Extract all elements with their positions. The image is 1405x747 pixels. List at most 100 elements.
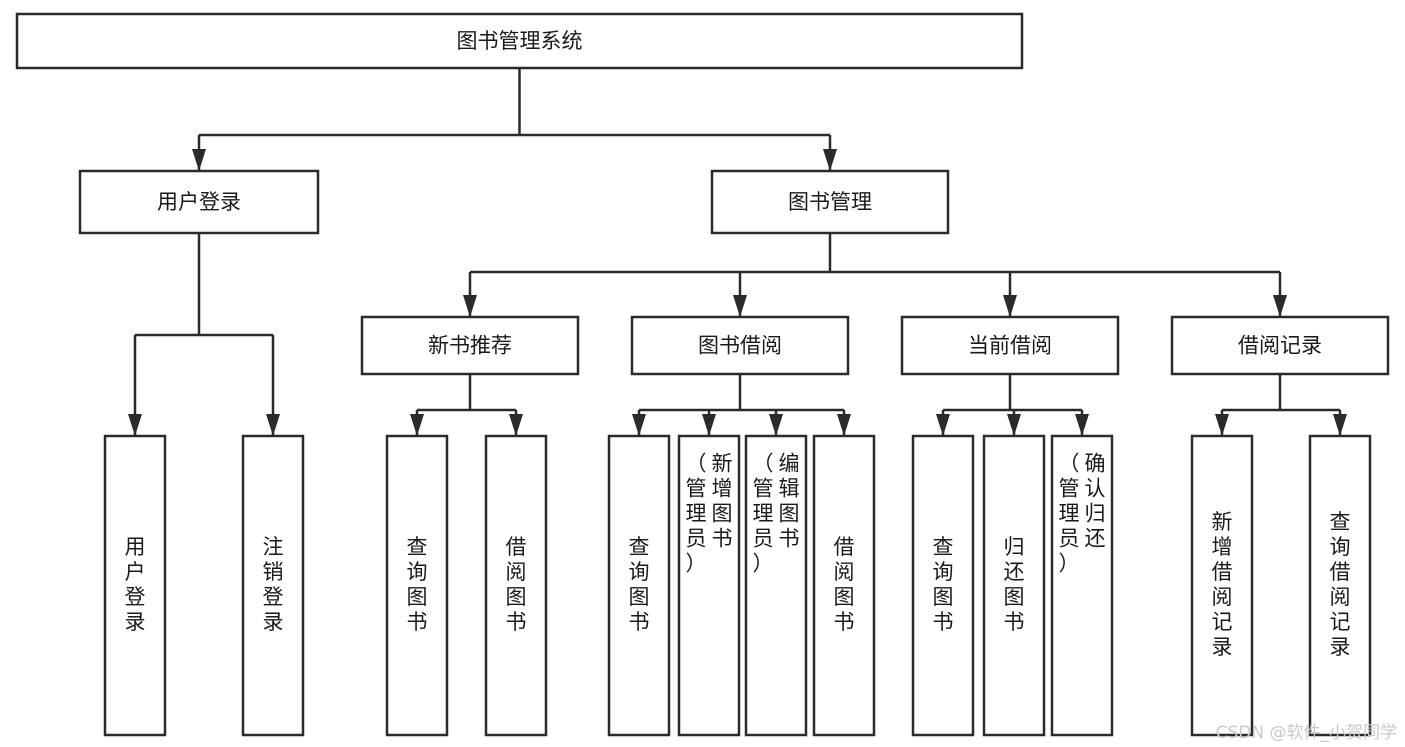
node-label-char: 还	[1004, 560, 1025, 584]
node-label-char: 询	[1330, 535, 1351, 559]
node-label-char: 归	[1004, 535, 1025, 559]
node-label: 图书管理	[788, 190, 872, 214]
node-label-char: 还	[1085, 527, 1106, 551]
node-layer: 图书管理系统用户登录图书管理新书推荐图书借阅当前借阅借阅记录用户登录注销登录查询…	[15, 12, 1390, 737]
node-label-char: 记	[1212, 610, 1233, 634]
node-book-management[interactable]: 图书管理	[710, 169, 950, 235]
node-label-char: 图	[779, 502, 800, 526]
node-box	[1308, 434, 1372, 737]
node-label-char: 录	[263, 610, 284, 634]
arrow-head-icon	[192, 149, 206, 171]
arrow-head-icon	[1007, 414, 1021, 436]
node-label-char: 理	[753, 502, 774, 526]
node-label-char: 员	[753, 527, 774, 551]
node-book-borrow[interactable]: 图书借阅	[630, 315, 850, 376]
node-label-char: 借	[506, 535, 527, 559]
node-label-char: 图	[712, 502, 733, 526]
arrow-head-icon	[410, 414, 424, 436]
arrow-head-icon	[509, 414, 523, 436]
node-label: 图书借阅	[698, 334, 782, 358]
node-label-char: 阅	[506, 560, 527, 584]
node-label-char: 归	[1085, 502, 1106, 526]
node-box	[241, 434, 305, 737]
csdn-watermark: CSDN @软件_小贺同学	[1215, 723, 1397, 743]
node-label-char: 图	[407, 585, 428, 609]
node-box	[484, 434, 548, 737]
node-box	[900, 315, 1120, 376]
node-label-char: 查	[407, 535, 428, 559]
node-label-char: 图	[506, 585, 527, 609]
node-label: 图书管理系统	[457, 29, 583, 53]
node-label-char: （	[1059, 452, 1080, 476]
arrow-head-icon	[1215, 414, 1229, 436]
node-label-char: 书	[933, 610, 954, 634]
node-label-char: 书	[712, 527, 733, 551]
node-box	[982, 434, 1046, 737]
node-root[interactable]: 图书管理系统	[15, 12, 1024, 70]
node-leaf-user-login[interactable]: 用户登录	[103, 434, 167, 737]
arrow-head-icon	[1003, 295, 1017, 317]
node-label-char: 查	[1330, 510, 1351, 534]
node-label-char: ）	[686, 552, 707, 576]
node-label-char: 借	[834, 535, 855, 559]
node-box	[630, 315, 850, 376]
node-label-char: 管	[686, 477, 707, 501]
node-label-char: 确	[1085, 452, 1106, 476]
node-label-char: 管	[753, 477, 774, 501]
node-new-book-recommend[interactable]: 新书推荐	[360, 315, 580, 376]
node-box	[710, 169, 950, 235]
node-label-char: 理	[1059, 502, 1080, 526]
node-box	[607, 434, 671, 737]
arrow-head-icon	[1333, 414, 1347, 436]
node-label-char: 用	[125, 535, 146, 559]
node-borrow-record[interactable]: 借阅记录	[1170, 315, 1390, 376]
node-label-char: 询	[933, 560, 954, 584]
node-label-char: 新	[712, 452, 733, 476]
node-box	[1190, 434, 1254, 737]
node-label-char: （	[686, 452, 707, 476]
node-label-char: 录	[1330, 635, 1351, 659]
node-label-char: 书	[629, 610, 650, 634]
node-label-char: 查	[933, 535, 954, 559]
arrow-head-icon	[702, 414, 716, 436]
node-label-char: ）	[753, 552, 774, 576]
node-box	[744, 434, 808, 737]
node-box	[360, 315, 580, 376]
node-user-login[interactable]: 用户登录	[78, 169, 320, 235]
node-box	[103, 434, 167, 737]
arrow-head-icon	[733, 295, 747, 317]
node-label-char: 询	[407, 560, 428, 584]
node-box	[911, 434, 975, 737]
node-label: 新书推荐	[428, 334, 512, 358]
node-box	[677, 434, 741, 737]
node-label-char: 登	[263, 585, 284, 609]
node-label-char: 管	[1059, 477, 1080, 501]
node-label-char: 图	[834, 585, 855, 609]
node-label-char: 增	[1212, 535, 1233, 559]
arrow-head-icon	[266, 414, 280, 436]
node-label-char: 录	[1212, 635, 1233, 659]
node-label-char: 认	[1085, 477, 1106, 501]
node-current-borrow[interactable]: 当前借阅	[900, 315, 1120, 376]
node-label-char: 新	[1212, 510, 1233, 534]
node-box	[812, 434, 876, 737]
node-box	[1170, 315, 1390, 376]
node-box	[78, 169, 320, 235]
node-label: 当前借阅	[968, 334, 1052, 358]
node-label-char: 员	[1059, 527, 1080, 551]
node-label-char: 图	[629, 585, 650, 609]
node-label-char: 注	[263, 535, 284, 559]
